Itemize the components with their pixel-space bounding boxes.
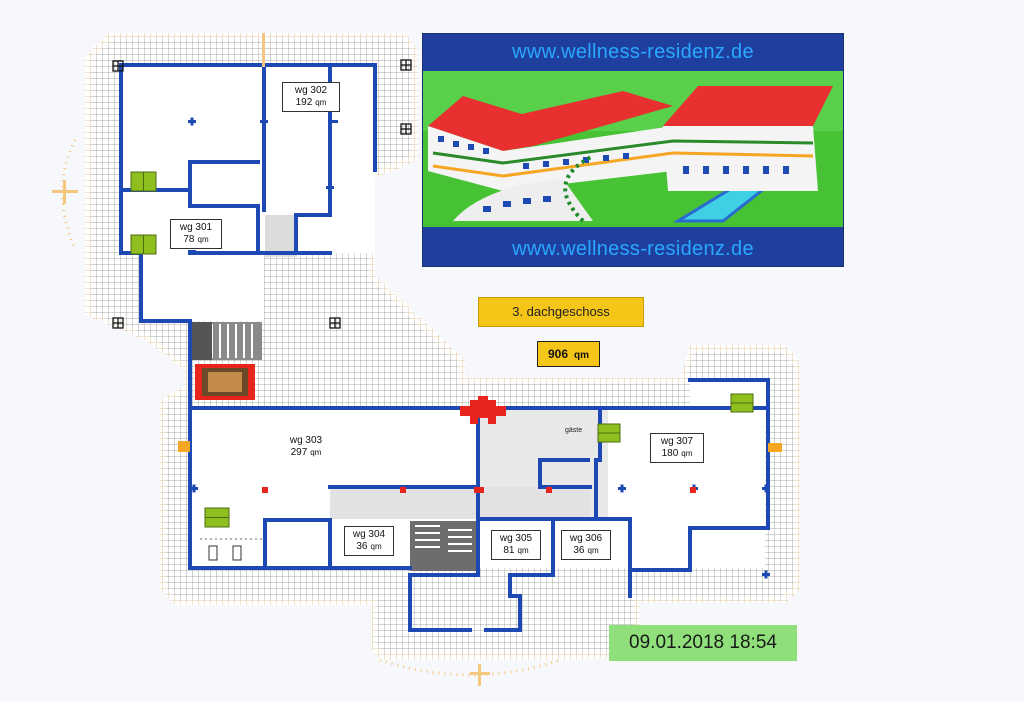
unit-area-unit: qm <box>517 546 529 555</box>
building-rendering <box>423 71 843 227</box>
unit-area: 180 <box>661 448 679 459</box>
unit-name: wg 305 <box>499 533 533 544</box>
staircase-south <box>410 521 477 571</box>
unit-name: wg 301 <box>179 222 213 233</box>
unit-area: 81 <box>503 545 515 556</box>
unit-name: wg 307 <box>660 436 694 447</box>
corner-symbols <box>112 59 412 329</box>
walls <box>119 63 770 632</box>
unit-area-unit: qm <box>587 546 599 555</box>
unit-area-unit: qm <box>681 449 693 458</box>
sanitary-fixtures <box>200 538 262 561</box>
exterior-doors <box>178 441 782 452</box>
unit-area: 36 <box>356 541 368 552</box>
unit-name: wg 302 <box>294 85 328 96</box>
unit-area: 297 <box>290 447 308 458</box>
green-windows <box>130 171 754 528</box>
staircase-north <box>192 322 262 360</box>
total-area-unit: qm <box>574 350 590 361</box>
unit-name: wg 306 <box>569 533 603 544</box>
unit-area: 36 <box>573 545 585 556</box>
balcony-markers <box>52 33 490 686</box>
unit-name: wg 304 <box>352 529 386 540</box>
unit-name: wg 303 <box>289 435 323 446</box>
unit-area-unit: qm <box>197 235 209 244</box>
elevator <box>195 364 255 400</box>
guest-room-label: gäste <box>565 427 583 434</box>
unit-area-unit: qm <box>370 542 382 551</box>
unit-area: 192 <box>295 97 313 108</box>
red-markers <box>262 487 696 493</box>
total-area-value: 906 <box>547 347 569 361</box>
unit-area-unit: qm <box>315 98 327 107</box>
entry-marker <box>460 396 506 424</box>
total-area-tag: 906 qm <box>537 341 600 367</box>
floor-name-tag: 3. dachgeschoss <box>478 297 644 327</box>
unit-area-unit: qm <box>310 448 322 457</box>
timestamp-label: 09.01.2018 18:54 <box>609 625 797 661</box>
banner-url-bottom: www.wellness-residenz.de <box>512 238 754 260</box>
banner-url-top: www.wellness-residenz.de <box>512 41 754 63</box>
website-banner: www.wellness-residenz.de <box>422 33 844 267</box>
unit-area: 78 <box>183 234 195 245</box>
